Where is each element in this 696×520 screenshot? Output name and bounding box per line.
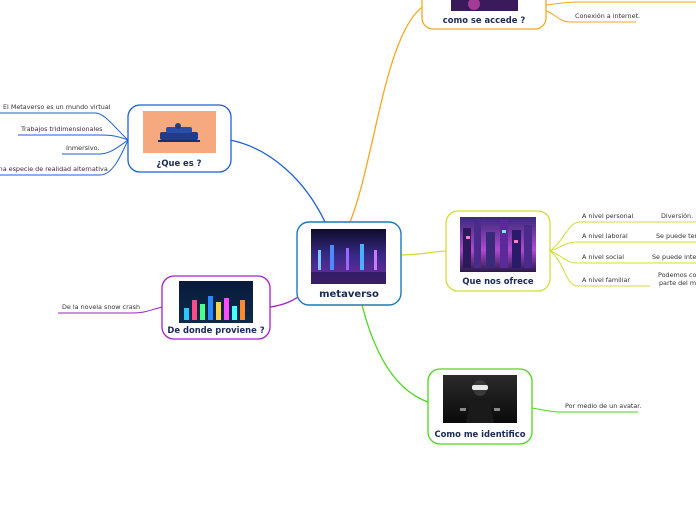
connector-ofrece-2 [549,241,626,252]
accede-leaf-1: Conexión a internet. [575,12,640,20]
center-node[interactable]: metaverso [296,221,402,306]
que-es-leaf-1: El Metaverso es un mundo virtual [3,103,111,111]
node-que-es[interactable]: ¿Que es ? [127,104,232,173]
accede-image-glow [468,0,480,10]
connector-como-accede [349,4,426,223]
center-title: metaverso [319,289,379,300]
connector-identifico [361,304,429,403]
accede-image [451,0,518,11]
node-proviene[interactable]: De donde proviene ? [161,275,271,340]
connector-que-es [229,139,326,223]
connector-que-es-4 [0,139,129,176]
proviene-title: De donde proviene ? [167,325,264,335]
ofrece-label-4: A nivel familiar [582,276,630,284]
identifico-title: Como me identifico [435,429,526,439]
connector-accede-internet [544,9,636,23]
vr-person-icon [460,380,500,423]
connector-accede-top [544,1,696,6]
ofrece-detail-2: Se puede tene [656,232,696,240]
connector-ofrece-3 [549,250,622,264]
ofrece-image [460,217,536,272]
que-es-title: ¿Que es ? [157,158,202,168]
node-como-accede[interactable]: como se accede ? [421,0,547,30]
connector-que-es-3 [62,139,129,155]
identifico-leaf-1: Por medio de un avatar. [565,402,641,410]
que-es-leaf-3: Inmersivo. [66,144,99,152]
center-image-lights [311,244,386,284]
connector-identifico-leaf [531,407,638,413]
ofrece-detail-4: Podemos con parte del mu [658,271,696,287]
ofrece-detail-3: Se puede intera [652,253,696,261]
connector-que-ofrece [399,250,447,256]
connector-ofrece-1 [549,221,630,252]
accede-title: como se accede ? [443,15,526,25]
ofrece-detail-4-line2: parte del mu [659,279,696,287]
proviene-leaf-1: De la novela snow crash [62,303,140,311]
ofrece-label-3: A nivel social [582,253,624,261]
ofrece-image-buildings [463,220,532,268]
ofrece-label-1: A nivel personal [582,212,634,220]
node-que-ofrece[interactable]: Que nos ofrece [445,210,551,292]
connector-que-es-2 [18,134,129,141]
connector-ofrece-4 [549,250,630,287]
proviene-image-bars [184,296,245,320]
que-es-leaf-2: Trabajos tridimensionales [20,125,103,133]
connector-proviene-leaf [58,306,163,314]
ofrece-label-2: A nivel laboral [582,232,628,240]
ofrece-detail-1: Diversión. [661,212,693,220]
ofrece-detail-4-text: Podemos con [658,271,696,279]
que-es-leaf-4: Una especie de realidad alternativa [0,165,108,173]
node-identifico[interactable]: Como me identifico [427,368,533,445]
connector-que-es-1 [0,112,129,141]
couch-icon [158,123,200,142]
ofrece-title: Que nos ofrece [462,276,533,286]
